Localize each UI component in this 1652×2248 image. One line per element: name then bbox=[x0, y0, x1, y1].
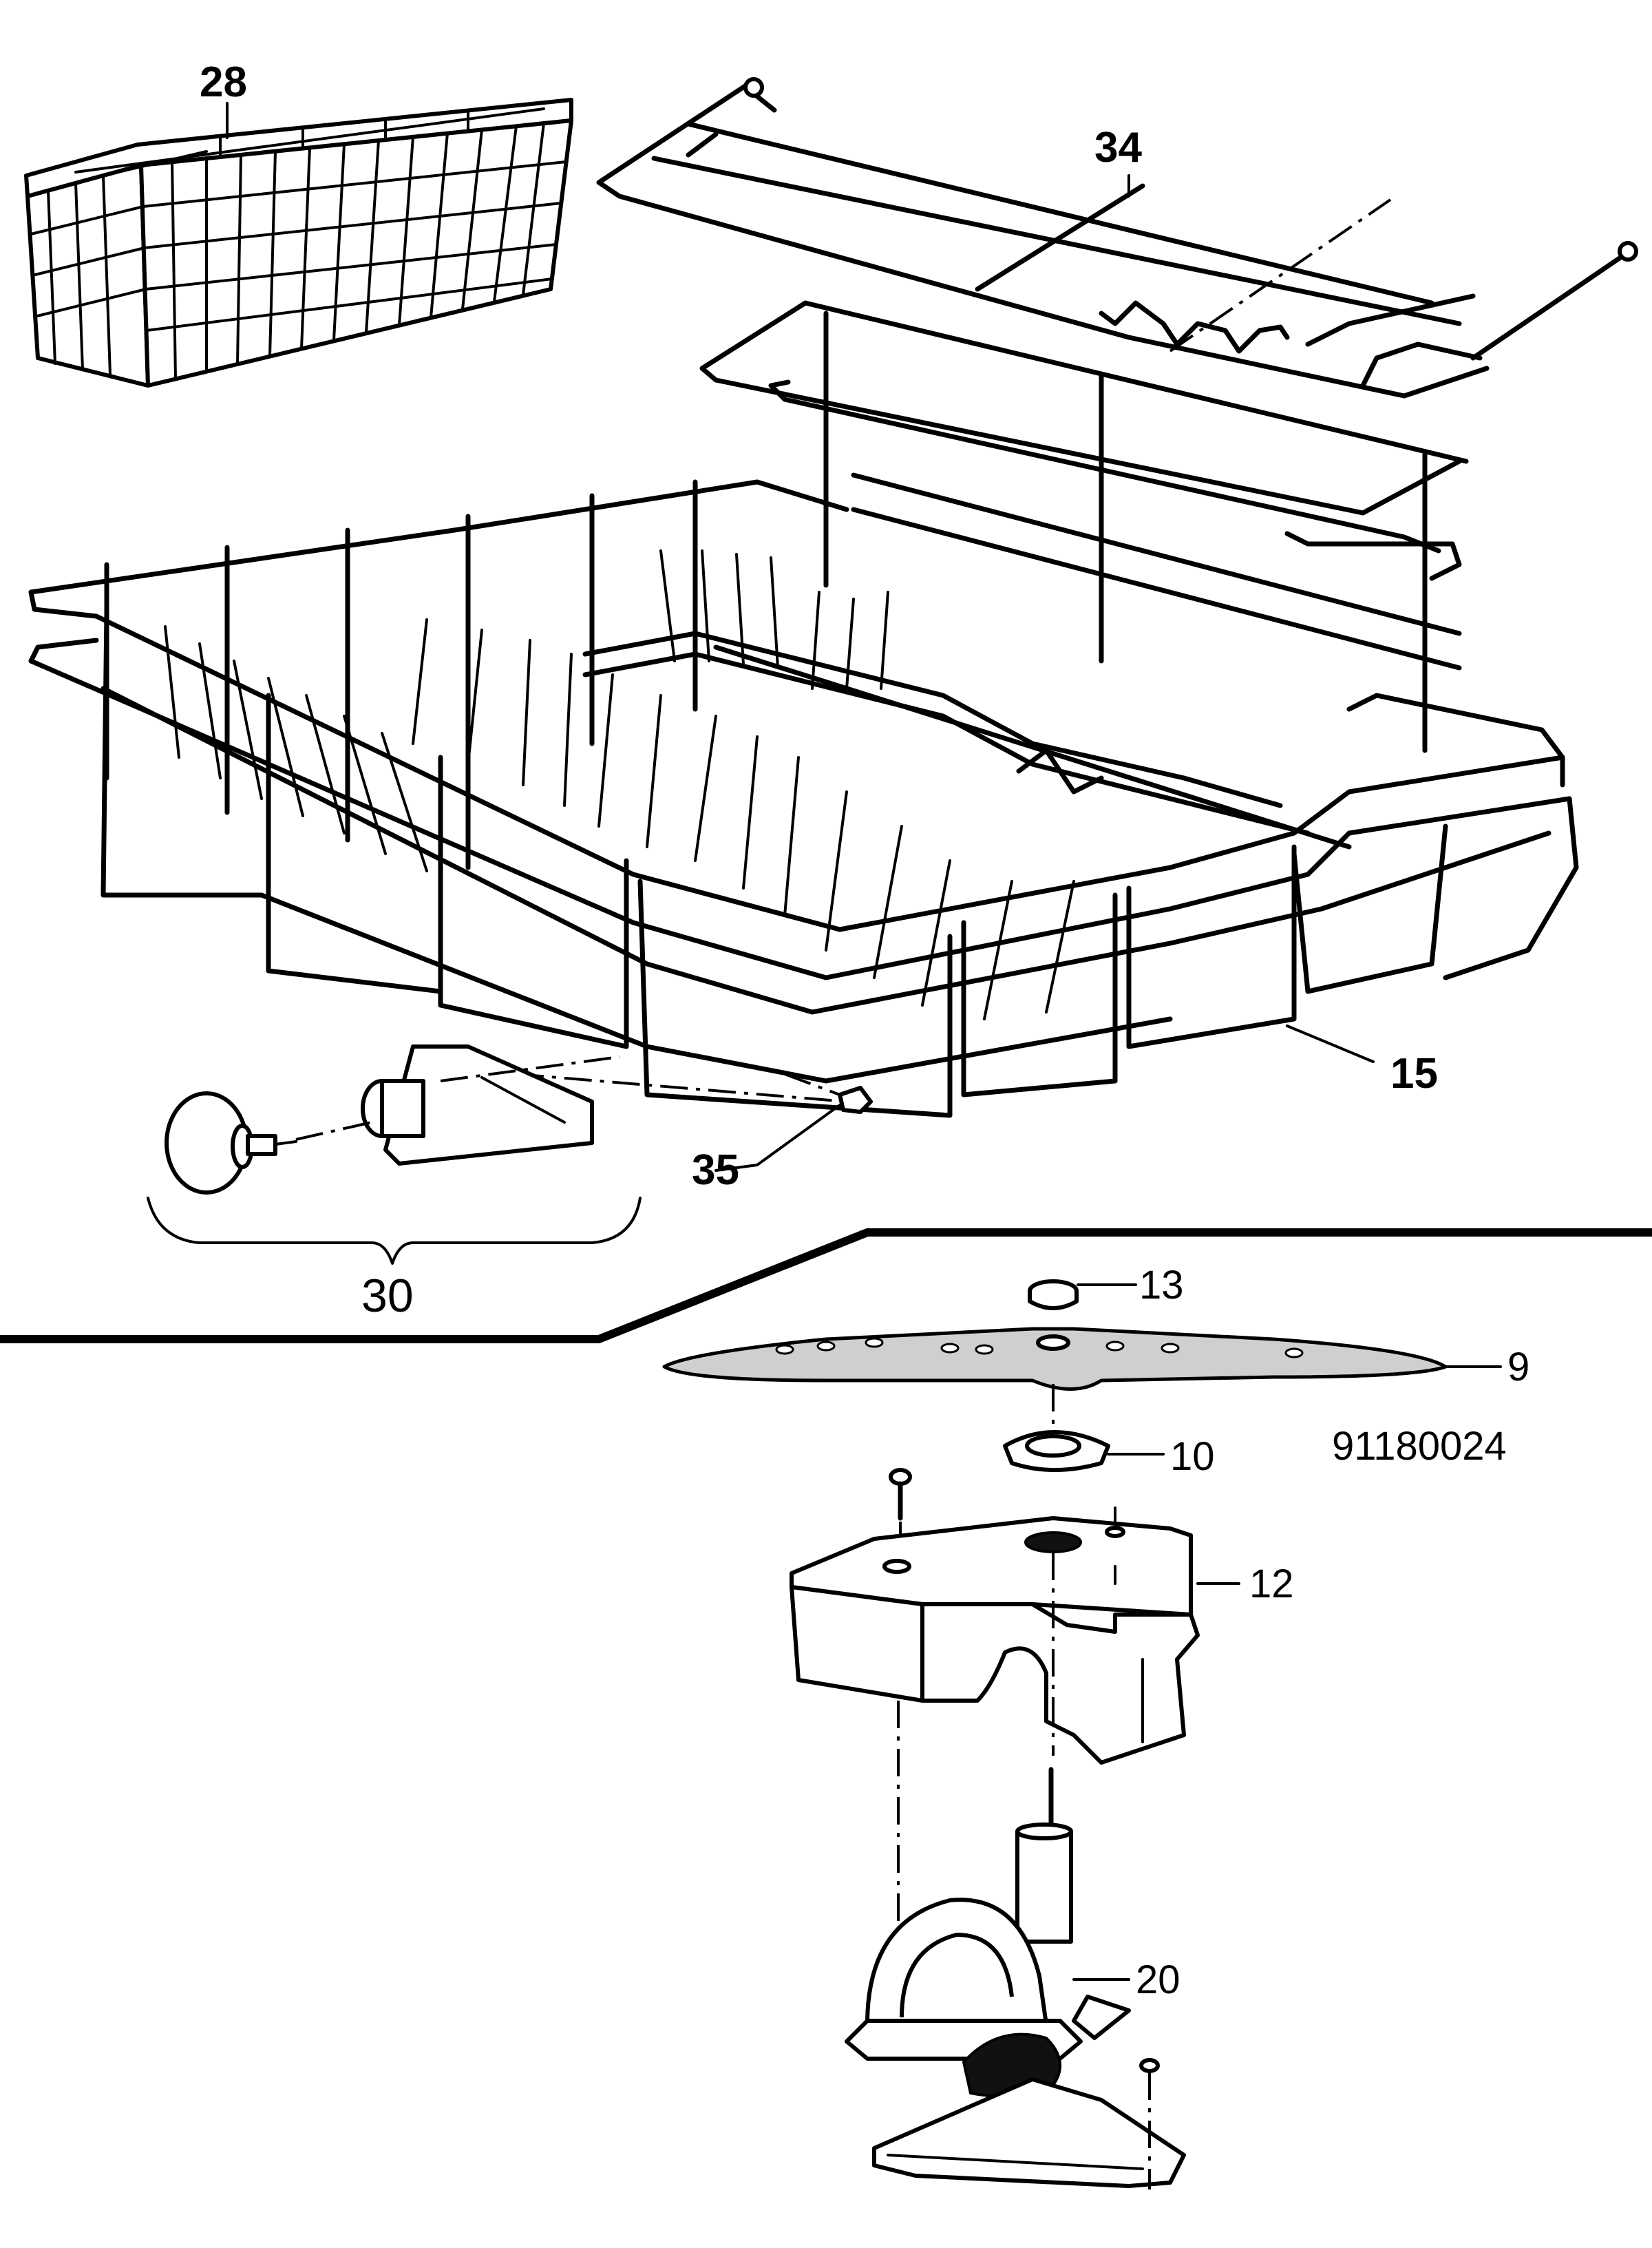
callout-10: 10 bbox=[1170, 1434, 1215, 1479]
rack-wheel-assembly-30 bbox=[147, 1044, 642, 1265]
callout-28: 28 bbox=[200, 59, 247, 106]
spray-arm-feed-20 bbox=[845, 1767, 1186, 2189]
callout-35: 35 bbox=[692, 1146, 739, 1194]
callout-13: 13 bbox=[1139, 1263, 1184, 1307]
spray-arm-nut-13 bbox=[1028, 1279, 1137, 1310]
callout-34: 34 bbox=[1094, 124, 1142, 171]
spray-arm-9 bbox=[662, 1327, 1502, 1391]
screw-top bbox=[889, 1468, 912, 1521]
section-divider bbox=[0, 1228, 1652, 1343]
callout-12: 12 bbox=[1249, 1562, 1294, 1606]
callout-20: 20 bbox=[1136, 1957, 1180, 2002]
upper-wire-insert-34 bbox=[596, 77, 1638, 399]
drawing-number: 91180024 bbox=[1332, 1424, 1507, 1469]
callout-15: 15 bbox=[1390, 1050, 1438, 1097]
callout-30: 30 bbox=[361, 1270, 414, 1322]
bearing-ring-10 bbox=[1003, 1384, 1165, 1472]
cutlery-basket-28 bbox=[24, 98, 573, 388]
callout-9: 9 bbox=[1507, 1345, 1529, 1389]
spray-arm-carrier-12 bbox=[790, 1516, 1240, 1765]
rack-end-cap-35 bbox=[756, 1073, 873, 1166]
rack-middle-insert bbox=[699, 300, 1469, 753]
dish-rack-15 bbox=[28, 479, 1579, 1118]
